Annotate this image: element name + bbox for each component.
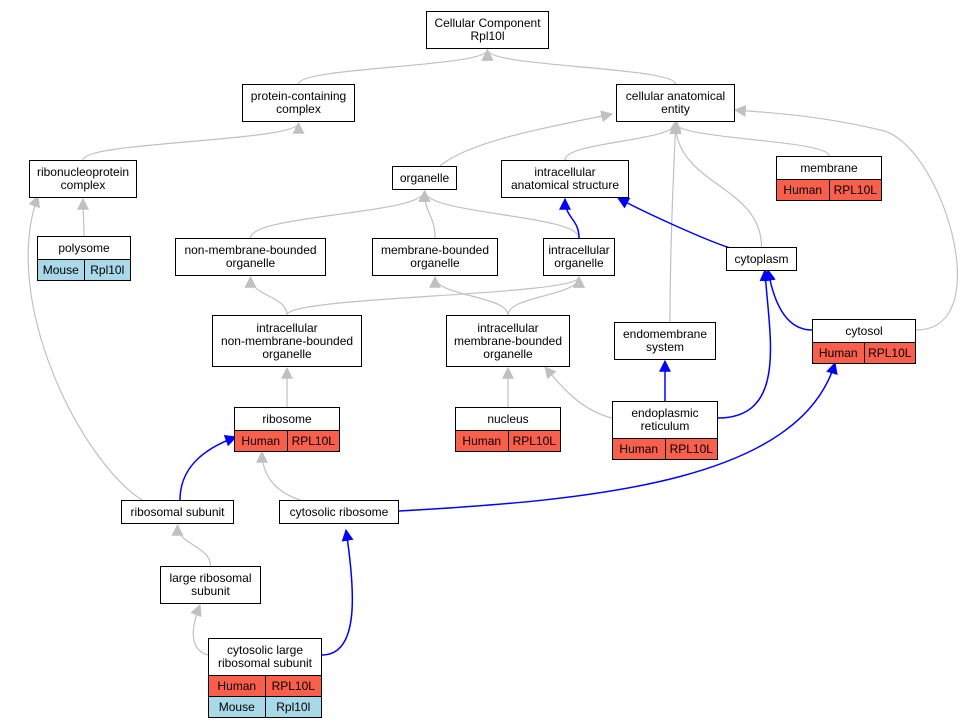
node-label: cytoplasm [734,251,789,266]
node-label: organelle [399,170,450,185]
node-label: intracellular organelle [548,243,610,270]
species-cell: Human [462,433,502,448]
node-label: large ribosomal subunit [169,571,252,598]
annotation-row: Human RPL10L [613,438,717,459]
node-protein-complex[interactable]: protein-containing complex [242,84,355,122]
node-label: cellular anatomical entity [625,89,726,116]
node-organelle[interactable]: organelle [392,166,457,190]
edge-polysome-to-rnp-complex [77,197,90,237]
edge-protein-complex-to-root [297,48,494,85]
node-ic-nmb-organelle[interactable]: intracellular non-membrane-bounded organ… [212,315,362,367]
annotation-row: Human RPL10L [813,342,915,363]
edge-ribo-subunit-to-ribosome [179,435,238,501]
node-label: intracellular anatomical structure [510,165,620,192]
edge-cytoplasm-to-ic-structure [616,197,731,249]
gene-cell: RPL10L [664,439,718,459]
edge-ic-nmb-organelle-to-ic-organelle [286,275,585,316]
node-rnp-complex[interactable]: ribonucleoprotein complex [29,160,137,198]
annotation-row: Human RPL10L [456,430,560,451]
node-label: nucleus [487,411,529,426]
gene-cell: Rpl10l [83,260,131,280]
node-ic-structure[interactable]: intracellular anatomical structure [501,160,629,198]
node-label: cytosolic large ribosomal subunit [217,643,313,670]
node-cyto-ribosome[interactable]: cytosolic ribosome [279,500,399,524]
node-label: non-membrane-bounded organelle [184,243,317,270]
node-ribo-subunit[interactable]: ribosomal subunit [121,500,234,524]
edge-cellular-entity-to-root [481,48,677,85]
edge-cytosol-to-cellular-entity [733,104,959,331]
node-large-subunit[interactable]: large ribosomal subunit [160,566,261,604]
node-cytoplasm[interactable]: cytoplasm [726,247,797,271]
species-cell: Human [241,433,281,448]
node-endomembrane[interactable]: endomembrane system [614,322,716,360]
annotation-row: Mouse Rpl10l [209,696,321,717]
node-label: ribosome [262,411,312,426]
gene-cell: RPL10L [286,431,340,451]
edge-cytosol-to-cytoplasm [763,268,813,331]
node-label: intracellular non-membrane-bounded organ… [220,320,354,361]
edge-large-subunit-to-ribo-subunit [171,523,212,567]
node-label: Cellular Component Rpl10l [434,16,541,43]
annotation-row: Human RPL10L [209,675,321,696]
annotation-row: Human RPL10L [235,430,339,451]
node-root[interactable]: Cellular Component Rpl10l [426,11,549,49]
species-cell: Human [783,182,823,197]
edge-ic-organelle-to-organelle [418,189,580,239]
node-label: ribonucleoprotein complex [36,165,130,192]
node-label: polysome [58,240,110,255]
node-label: intracellular membrane-bounded organelle [453,320,563,361]
species-cell: Human [217,678,257,693]
edge-nmb-organelle-to-organelle [249,189,431,239]
edge-ic-nmb-organelle-to-nmb-organelle [244,275,288,316]
species-cell: Human [818,345,858,360]
edge-organelle-to-cellular-entity [439,110,614,167]
gene-cell: RPL10L [828,180,882,200]
species-cell: Human [619,441,659,456]
gene-cell: Rpl10l [264,697,322,717]
edge-cyto-ribosome-to-ribosome [256,450,301,501]
edge-cyto-large-subunit-to-cyto-ribosome [321,528,354,656]
node-nmb-organelle[interactable]: non-membrane-bounded organelle [175,238,326,276]
node-label: endomembrane system [622,327,708,354]
edge-ic-structure-to-cellular-entity [564,121,682,161]
node-label: cytosolic ribosome [289,504,389,519]
edge-er-to-ic-mb-organelle [544,366,613,419]
edge-ribo-subunit-to-rnp-complex [27,194,143,501]
annotation-row: Mouse Rpl10l [38,259,130,280]
annotation-row: Human RPL10L [777,179,881,200]
node-label: endoplasmic reticulum [631,406,699,433]
species-cell: Mouse [42,262,79,277]
node-label: protein-containing complex [250,89,347,116]
edge-cyto-ribosome-to-cytosol [398,361,838,512]
gene-cell: RPL10L [264,676,322,696]
edge-er-to-cytoplasm [717,268,772,419]
node-mb-organelle[interactable]: membrane-bounded organelle [372,238,498,276]
node-label: cytosol [845,323,883,338]
node-cellular-entity[interactable]: cellular anatomical entity [616,84,735,122]
gene-cell: RPL10L [507,431,561,451]
edge-cytoplasm-to-cellular-entity [669,121,763,248]
edge-rnp-complex-to-protein-complex [82,121,305,161]
node-ic-organelle[interactable]: intracellular organelle [543,238,615,276]
edge-ic-mb-organelle-to-mb-organelle [429,275,509,316]
edge-cyto-large-subunit-to-large-subunit [190,603,209,656]
edge-membrane-to-cellular-entity [669,121,830,157]
species-cell: Mouse [218,699,255,714]
node-label: ribosomal subunit [130,504,225,519]
node-ic-mb-organelle[interactable]: intracellular membrane-bounded organelle [446,315,570,367]
gene-cell: RPL10L [863,343,916,363]
edge-ic-mb-organelle-to-ic-organelle [507,275,585,316]
node-label: membrane-bounded organelle [380,243,490,270]
edge-ic-organelle-to-ic-structure [559,197,580,239]
edge-endomembrane-to-cellular-entity [669,118,682,323]
node-label: membrane [800,160,858,175]
